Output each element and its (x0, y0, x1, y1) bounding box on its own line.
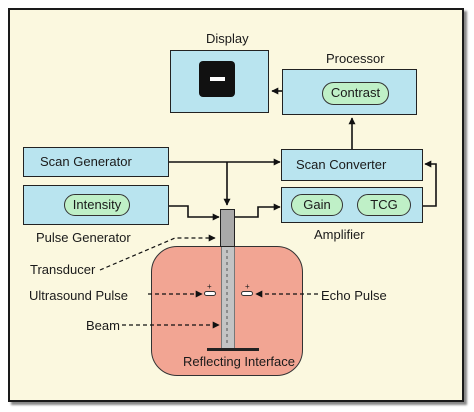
ultrasound-pulse-direction-mark: + (207, 282, 212, 291)
scan-generator-box: Scan Generator (23, 147, 169, 177)
reflecting-interface-line (207, 348, 259, 351)
scan-generator-label: Scan Generator (40, 154, 132, 169)
amplifier-box: Gain TCG (281, 187, 423, 223)
contrast-control[interactable]: Contrast (322, 82, 389, 105)
amplifier-label: Amplifier (314, 227, 365, 242)
transducer-probe (220, 209, 235, 247)
arrow-transducer-to-amplifier (235, 203, 281, 218)
arrow-pulsegen-to-transducer (169, 205, 220, 221)
transducer-leader (99, 234, 216, 271)
transducer-label: Transducer (30, 262, 96, 277)
display-box (170, 50, 269, 113)
gain-control[interactable]: Gain (291, 194, 343, 216)
intensity-control[interactable]: Intensity (64, 194, 130, 216)
display-echo-mark (210, 77, 225, 81)
scan-converter-label: Scan Converter (296, 157, 387, 172)
beam-column (221, 246, 235, 350)
beam-label: Beam (86, 318, 120, 333)
scan-converter-box: Scan Converter (281, 149, 423, 181)
echo-pulse-label: Echo Pulse (321, 288, 387, 303)
ultrasound-pulse-marker (204, 291, 216, 296)
processor-title: Processor (326, 51, 385, 66)
tcg-control[interactable]: TCG (357, 194, 411, 216)
echo-pulse-marker (241, 291, 253, 296)
pulse-generator-label: Pulse Generator (36, 230, 131, 245)
display-screen (199, 61, 235, 97)
pulse-generator-box: Intensity (23, 185, 169, 225)
arrow-amplifier-to-scanconv (423, 160, 437, 207)
ultrasound-pulse-label: Ultrasound Pulse (29, 288, 128, 303)
display-title: Display (206, 31, 249, 46)
echo-pulse-direction-mark: + (245, 282, 250, 291)
reflecting-interface-label: Reflecting Interface (183, 354, 296, 369)
processor-box: Contrast (282, 69, 417, 115)
